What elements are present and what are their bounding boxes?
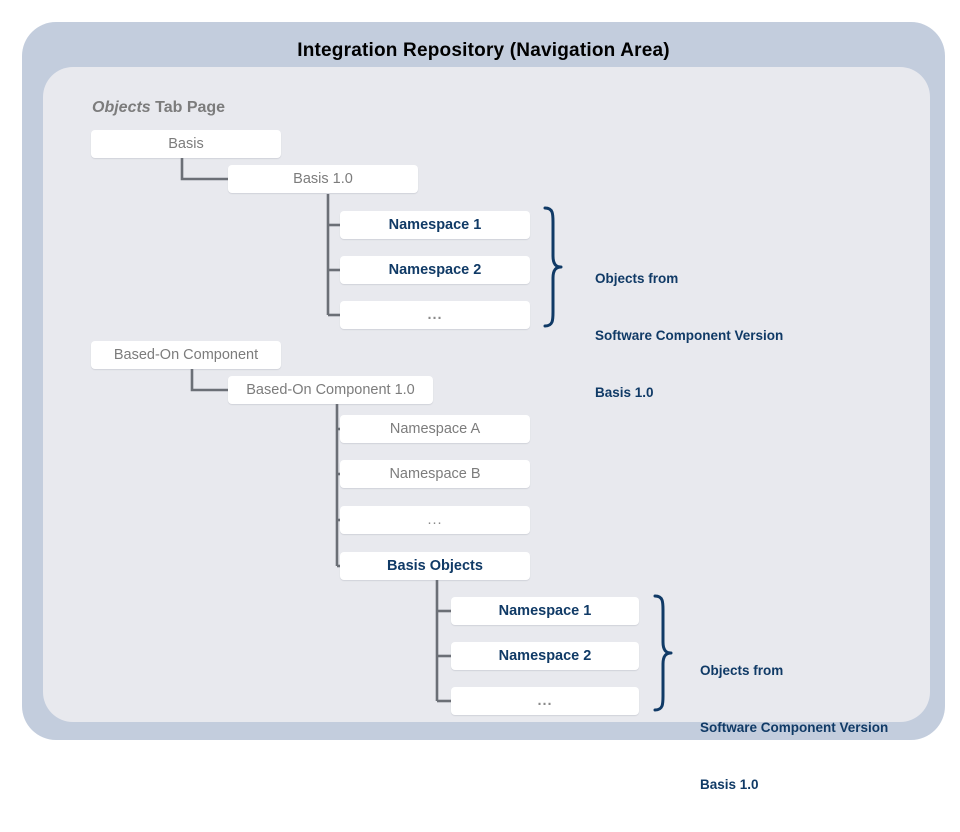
tree-node-label: Basis Objects [387,558,483,574]
tree-connector-lines [180,157,673,712]
tree-node-ellipsis-top[interactable]: ... [340,301,530,329]
brace-top [543,206,563,328]
annotation-bottom: Objects from Software Component Version … [700,623,888,832]
tree-node-namespace-2-top[interactable]: Namespace 2 [340,256,530,284]
connector-basis-to-basis10 [180,157,230,181]
tree-node-basis-1-0[interactable]: Basis 1.0 [228,165,418,193]
tree-node-label: Namespace 2 [388,262,482,278]
tree-node-label: ... [427,512,443,528]
tree-node-namespace-1-top[interactable]: Namespace 1 [340,211,530,239]
tree-node-ellipsis-bottom[interactable]: ... [451,687,639,715]
tree-node-label: Basis [168,136,204,152]
tree-node-basis-objects[interactable]: Basis Objects [340,552,530,580]
annotation-bottom-line3: Basis 1.0 [700,777,759,792]
tree-node-based-on-component-1-0[interactable]: Based-On Component 1.0 [228,376,433,404]
tree-node-based-on-component[interactable]: Based-On Component [91,341,281,369]
tree-node-namespace-a[interactable]: Namespace A [340,415,530,443]
tree-canvas: Basis Basis 1.0 Namespace 1 Namespace 2 … [91,130,888,792]
annotation-bottom-line2: Software Component Version [700,720,889,735]
tree-node-label: Namespace 1 [388,217,482,233]
tree-node-label: Namespace A [389,421,481,437]
tab-page-title-rest: Tab Page [150,99,226,116]
window-title: Integration Repository (Navigation Area) [297,40,670,61]
tree-node-basis[interactable]: Basis [91,130,281,158]
tree-node-label: Based-On Component 1.0 [246,382,415,398]
tree-node-label: Basis 1.0 [293,171,353,187]
tree-node-label: ... [537,693,553,709]
annotation-top-line2: Software Component Version [595,328,784,343]
tree-node-label: Namespace 2 [498,648,592,664]
tree-node-label: Namespace B [389,466,481,482]
connector-basedon-to-basedon10 [190,368,230,392]
annotation-top-line1: Objects from [595,271,679,286]
tree-node-label: Namespace 1 [498,603,592,619]
tree-node-namespace-2-bottom[interactable]: Namespace 2 [451,642,639,670]
tab-page-title-emphasis: Objects [92,99,151,116]
tree-node-namespace-1-bottom[interactable]: Namespace 1 [451,597,639,625]
annotation-top-line3: Basis 1.0 [595,385,654,400]
tree-node-namespace-b[interactable]: Namespace B [340,460,530,488]
tree-node-label: Based-On Component [113,347,259,363]
tree-node-label: ... [427,307,443,323]
brace-bottom [653,594,673,712]
annotation-bottom-line1: Objects from [700,663,784,678]
tab-page-title: Objects Tab Page [92,99,225,117]
tree-node-ellipsis-mid[interactable]: ... [340,506,530,534]
annotation-top: Objects from Software Component Version … [595,231,783,440]
